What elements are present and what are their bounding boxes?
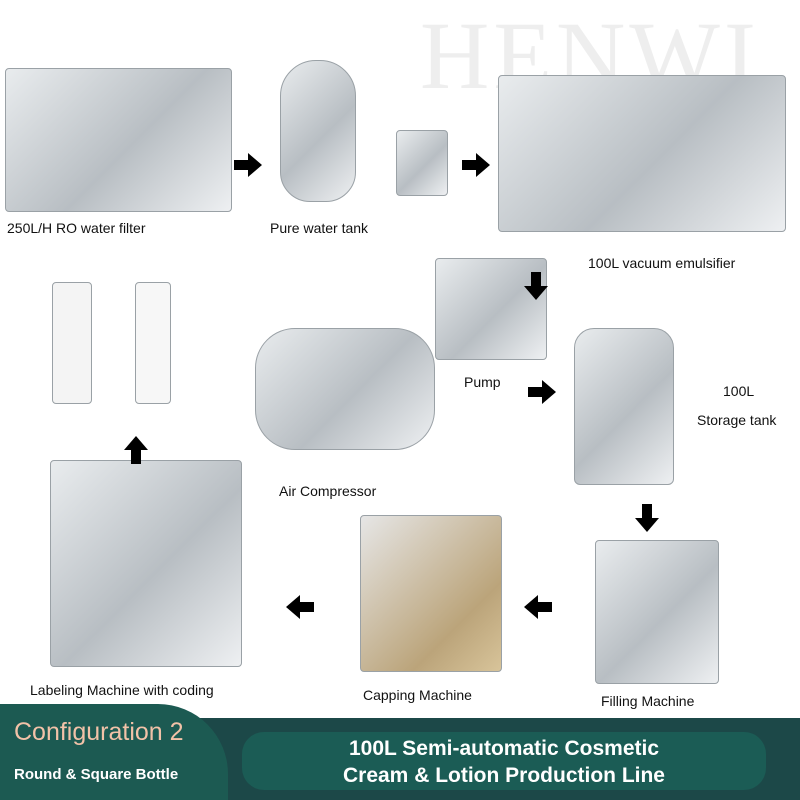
- water-pump-image: [396, 130, 448, 196]
- filling-machine-image: [595, 540, 719, 684]
- configuration-subtitle: Round & Square Bottle: [14, 766, 179, 783]
- arrow-right-icon: [528, 380, 556, 404]
- label-pump: Pump: [464, 374, 501, 390]
- title-line-1: 100L Semi-automatic Cosmetic: [348, 737, 660, 760]
- label-capping-machine: Capping Machine: [363, 687, 472, 703]
- arrow-right-icon: [462, 153, 490, 177]
- configuration-panel: [0, 704, 228, 800]
- label-filling-machine: Filling Machine: [601, 693, 695, 709]
- pump-image: [435, 258, 547, 360]
- square-bottle-image: [52, 282, 92, 404]
- arrow-down-icon: [635, 504, 659, 532]
- title-line-2: Cream & Lotion Production Line: [342, 764, 665, 787]
- capping-machine-image: [360, 515, 502, 672]
- ro-water-filter-image: [5, 68, 232, 212]
- label-air-compressor: Air Compressor: [279, 483, 377, 499]
- arrow-left-icon: [524, 595, 552, 619]
- arrow-right-icon: [234, 153, 262, 177]
- configuration-title: Configuration 2: [14, 718, 184, 746]
- label-labeling-machine: Labeling Machine with coding: [30, 682, 214, 698]
- label-vacuum-emulsifier: 100L vacuum emulsifier: [588, 255, 736, 271]
- arrow-up-icon: [124, 436, 148, 464]
- label-ro-water-filter: 250L/H RO water filter: [7, 220, 146, 236]
- vacuum-emulsifier-image: [498, 75, 786, 232]
- pump-bottle-image: [135, 282, 171, 404]
- labeling-machine-image: [50, 460, 242, 667]
- air-compressor-image: [255, 328, 435, 450]
- storage-tank-image: [574, 328, 674, 485]
- label-storage-tank: Storage tank: [697, 412, 777, 428]
- arrow-down-icon: [524, 272, 548, 300]
- arrow-left-icon: [286, 595, 314, 619]
- label-storage-capacity: 100L: [723, 383, 755, 399]
- label-pure-water-tank: Pure water tank: [270, 220, 369, 236]
- production-line-title: 100L Semi-automatic Cosmetic Cream & Lot…: [242, 732, 766, 790]
- pure-water-tank-image: [280, 60, 356, 202]
